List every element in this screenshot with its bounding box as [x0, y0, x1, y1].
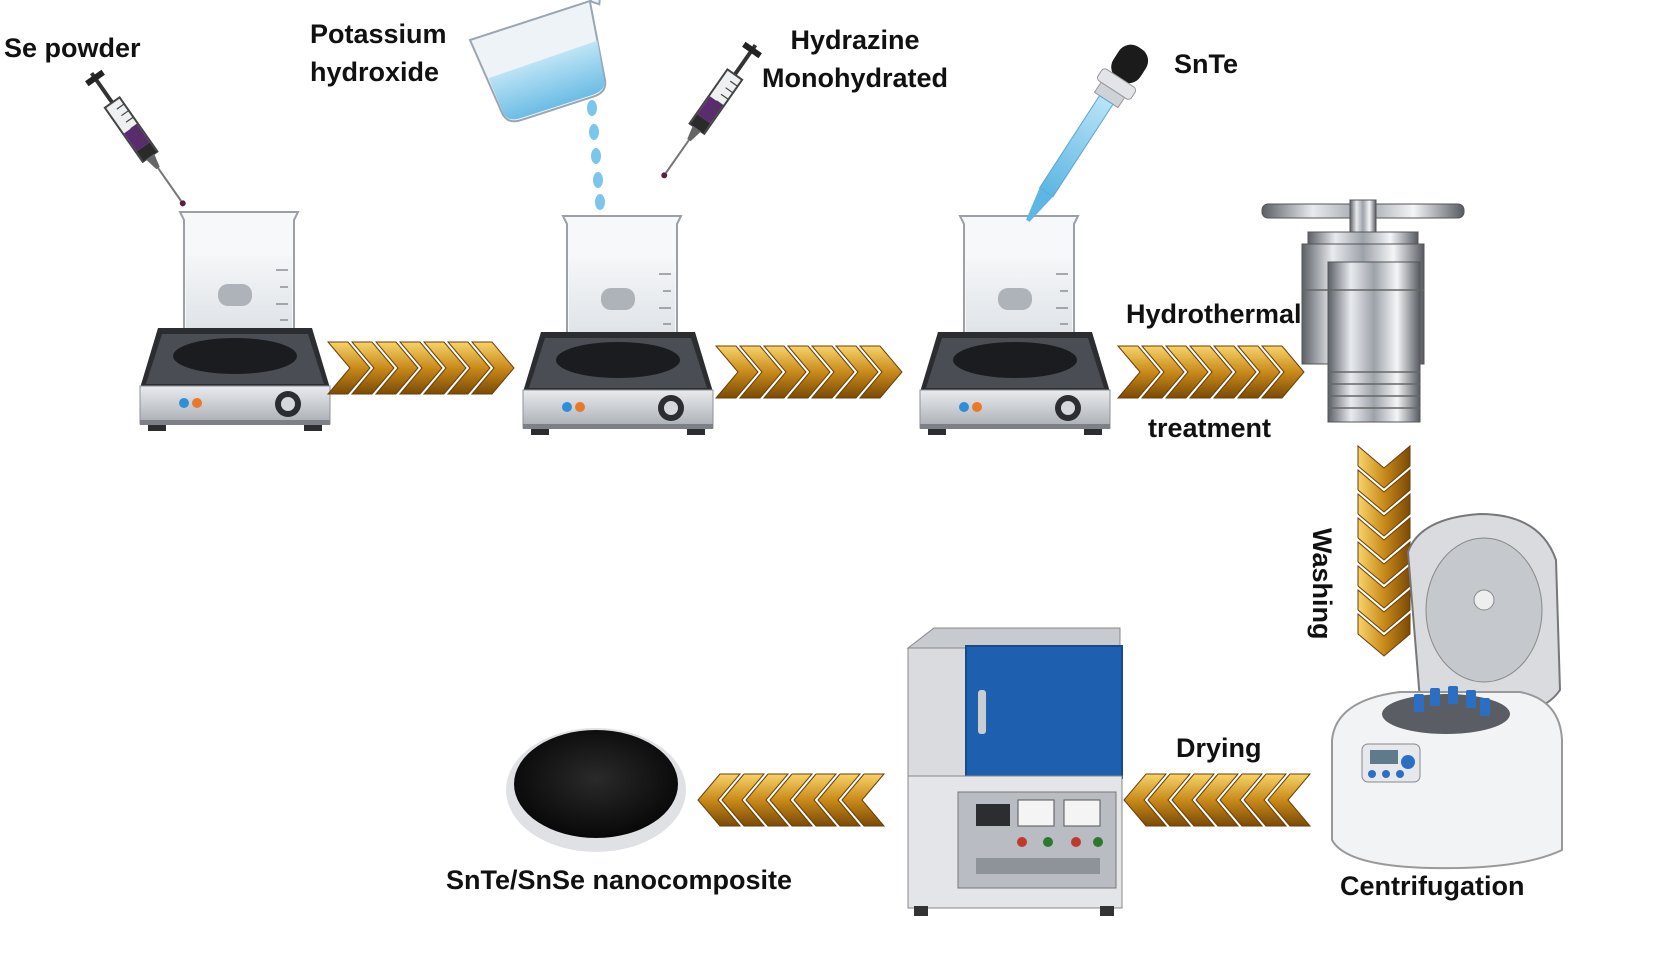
- syringe-icon: [653, 38, 765, 185]
- label-treatment: treatment: [1148, 413, 1272, 443]
- hotplate-beaker-1-icon: [139, 211, 331, 432]
- syringe-icon: [82, 66, 194, 213]
- pouring-beaker-icon: [468, 0, 607, 123]
- label-se-powder: Se powder: [4, 33, 141, 63]
- muffle-furnace-icon: [906, 627, 1123, 916]
- chevron-arrow-icon: [715, 345, 903, 399]
- label-hydrazine-line1: Hydrazine: [790, 25, 920, 55]
- label-koh-line2: hydroxide: [310, 56, 440, 87]
- label-hydrazine: Hydrazine Monohydrated: [762, 22, 948, 98]
- dropper-icon: [1026, 44, 1149, 222]
- chevron-arrow-icon: [697, 773, 885, 827]
- label-potassium-hydroxide: Potassium hydroxide: [310, 16, 447, 92]
- label-koh-line1: Potassium: [310, 19, 447, 49]
- label-centrifugation: Centrifugation: [1340, 871, 1525, 901]
- hotplate-beaker-3-icon: [919, 215, 1111, 436]
- chevron-arrow-icon: [1357, 445, 1411, 657]
- chevron-arrow-icon: [327, 341, 515, 395]
- label-hydrazine-line2: Monohydrated: [762, 62, 948, 93]
- centrifuge-icon: [1331, 512, 1563, 870]
- hotplate-beaker-2-icon: [522, 215, 714, 436]
- powder-dish-icon: [506, 728, 686, 852]
- chevron-arrow-icon: [1123, 773, 1311, 827]
- autoclave-icon: [1261, 199, 1465, 423]
- chevron-arrow-icon: [1117, 345, 1305, 399]
- water-drops: [587, 100, 605, 210]
- label-hydrothermal: Hydrothermal: [1126, 299, 1302, 329]
- label-drying: Drying: [1176, 733, 1262, 763]
- label-snte: SnTe: [1174, 49, 1239, 79]
- label-product: SnTe/SnSe nanocomposite: [446, 865, 793, 895]
- label-washing: Washing: [1307, 528, 1337, 640]
